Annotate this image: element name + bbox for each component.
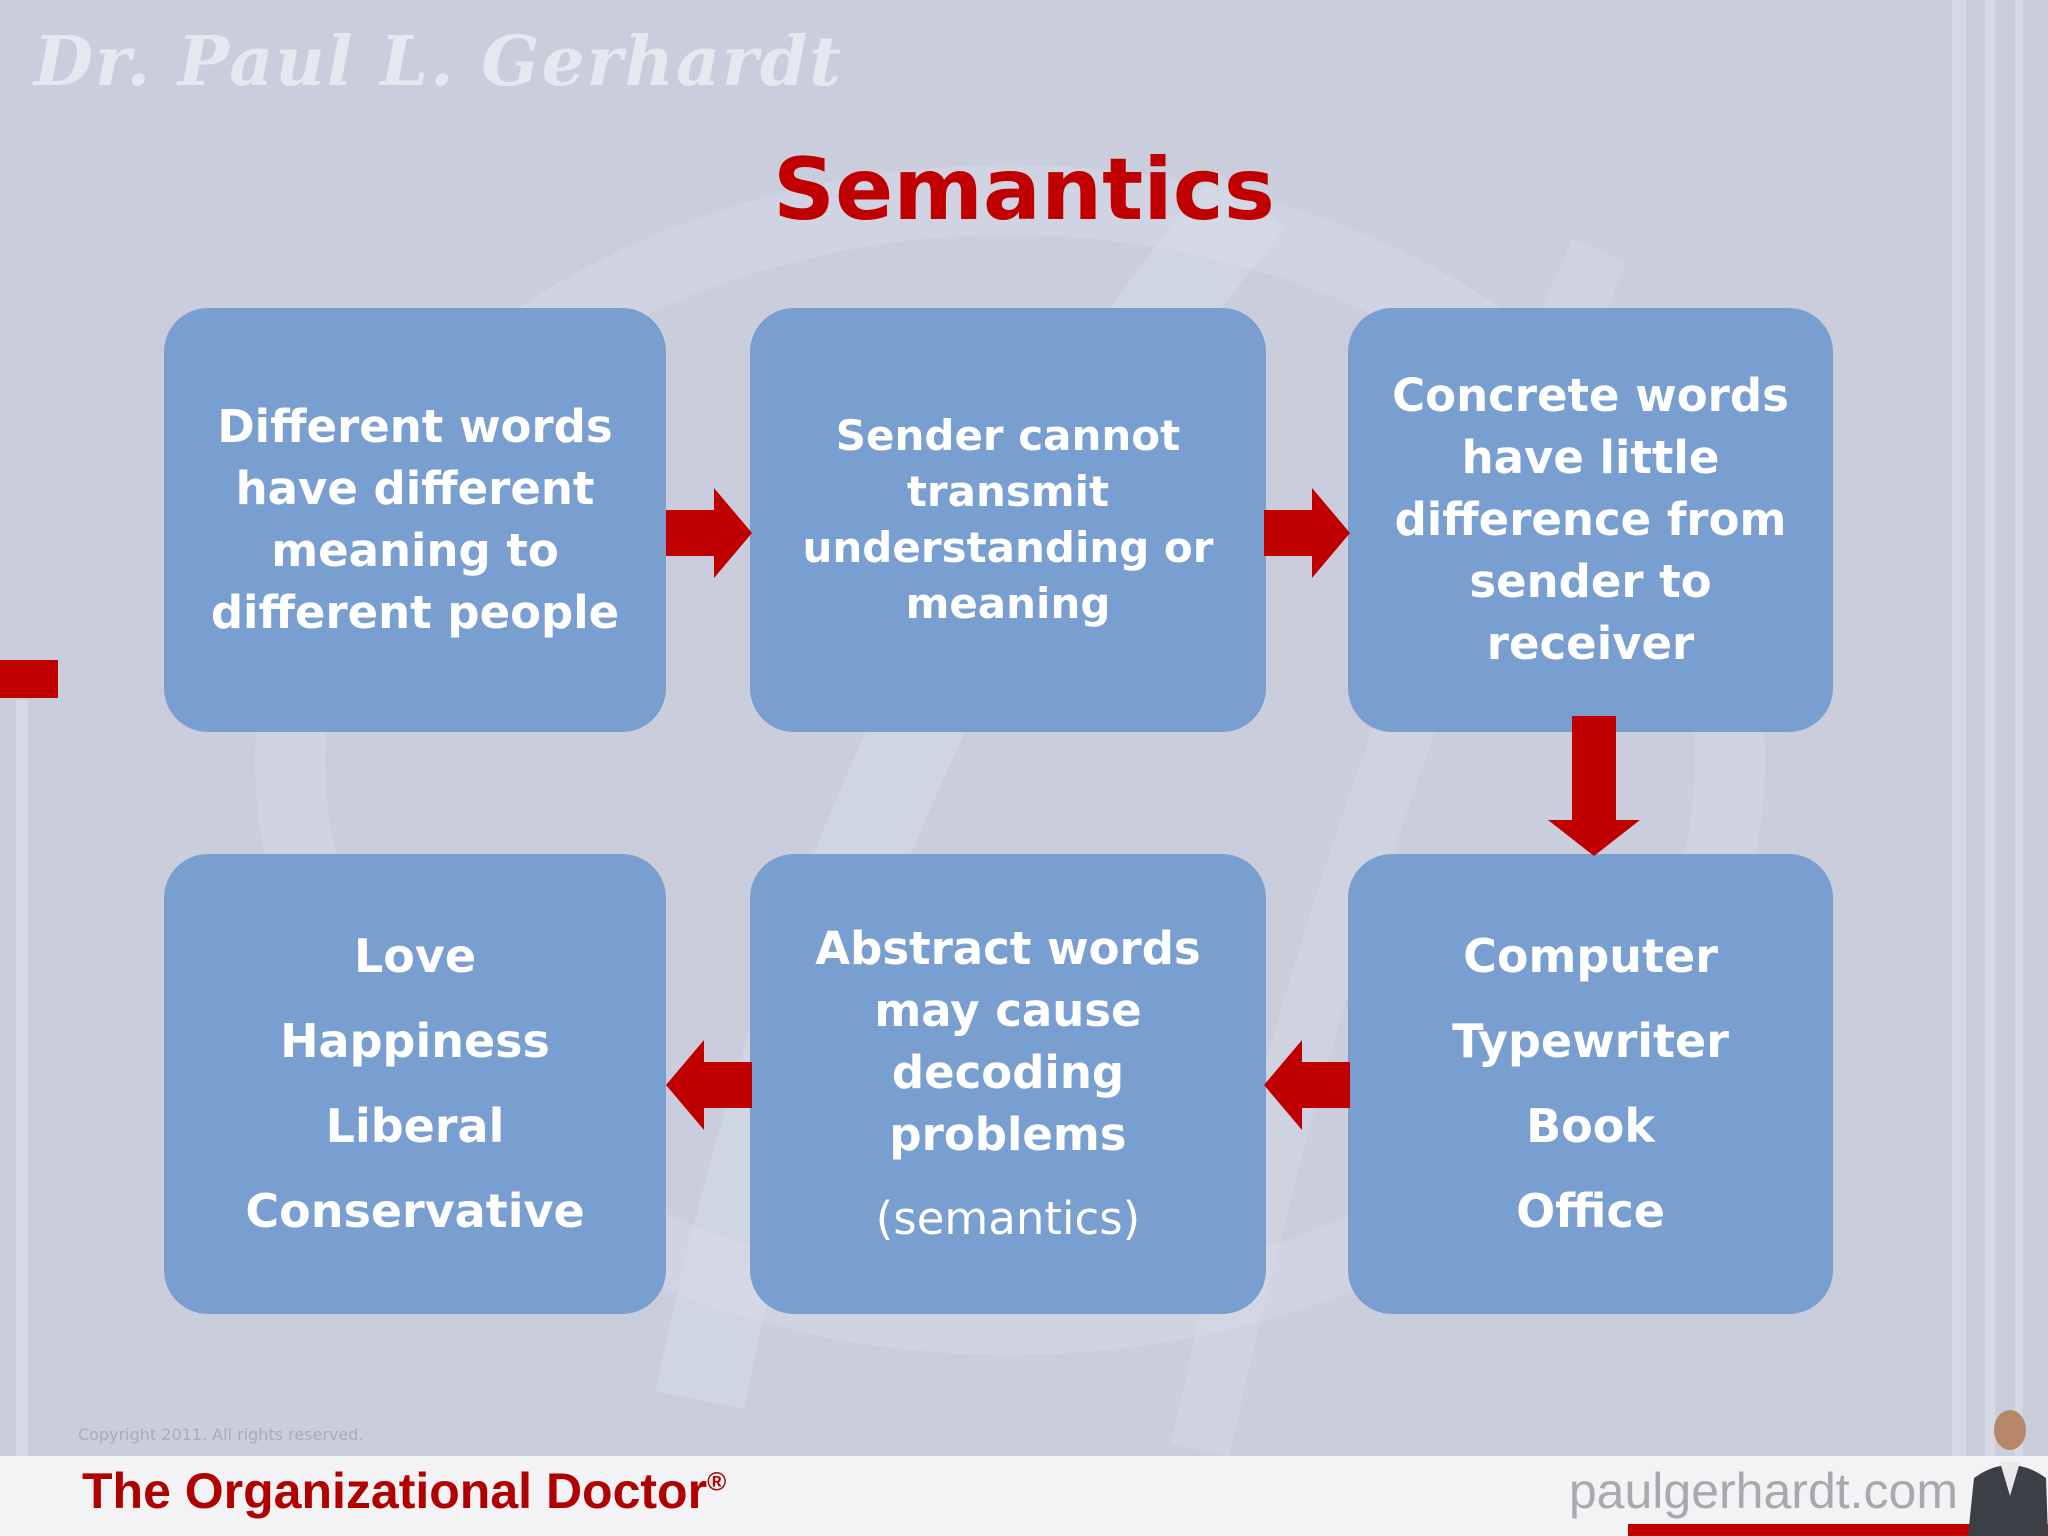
box-line: transmit (906, 467, 1110, 516)
box-line: difference from (1394, 493, 1787, 546)
box-line: Sender cannot (835, 411, 1181, 460)
box-line: meaning (905, 579, 1111, 628)
box-line: different people (210, 586, 620, 639)
box-abstract-words: Abstract words may cause decoding proble… (750, 854, 1266, 1314)
brand-name: The Organizational Doctor® (82, 1462, 726, 1520)
box-line: Abstract words (815, 922, 1201, 975)
website-url: paulgerhardt.com (1568, 1463, 1958, 1519)
box-line: may cause (874, 984, 1142, 1037)
box-line: decoding problems (889, 1046, 1127, 1161)
left-red-marker (0, 660, 58, 698)
box-list-item: Happiness (280, 1014, 550, 1068)
box-list-item: Typewriter (1452, 1014, 1729, 1068)
box-sender-cannot: Sender cannot transmit understanding or … (750, 308, 1266, 732)
box-list-item: Book (1526, 1099, 1655, 1153)
arrow-down-icon (1548, 716, 1640, 856)
box-note: (semantics) (875, 1192, 1141, 1245)
box-line: Different words (217, 400, 613, 453)
arrow-left-icon (1264, 1040, 1350, 1130)
box-list-item: Liberal (325, 1099, 505, 1153)
box-line: understanding or (802, 523, 1214, 572)
arrow-right-icon (1264, 488, 1350, 578)
footer-red-bar (1628, 1524, 2048, 1536)
box-line: have little (1461, 431, 1720, 484)
box-line: have different (235, 462, 595, 515)
box-list-item: Love (353, 929, 477, 983)
slide-title: Semantics (773, 140, 1275, 240)
watermark-signature: Dr. Paul L. Gerhardt (34, 22, 843, 102)
registered-mark: ® (707, 1466, 727, 1497)
box-different-words: Different words have different meaning t… (164, 308, 666, 732)
box-abstract-examples: Love Happiness Liberal Conservative (164, 854, 666, 1314)
box-list-item: Computer (1463, 929, 1718, 983)
box-line: Concrete words (1392, 369, 1789, 422)
arrow-left-icon (666, 1040, 752, 1130)
box-line: meaning to (271, 524, 559, 577)
presenter-avatar (1968, 1410, 2048, 1536)
box-list-item: Office (1516, 1184, 1665, 1238)
brand-text: The Organizational Doctor (82, 1463, 708, 1519)
box-list-item: Conservative (245, 1184, 585, 1238)
arrow-right-icon (666, 488, 752, 578)
copyright-text: Copyright 2011. All rights reserved. (78, 1425, 364, 1444)
box-concrete-examples: Computer Typewriter Book Office (1348, 854, 1833, 1314)
footer-band (0, 1456, 2048, 1536)
box-concrete-words: Concrete words have little difference fr… (1348, 308, 1833, 732)
box-line: sender to receiver (1469, 555, 1712, 670)
